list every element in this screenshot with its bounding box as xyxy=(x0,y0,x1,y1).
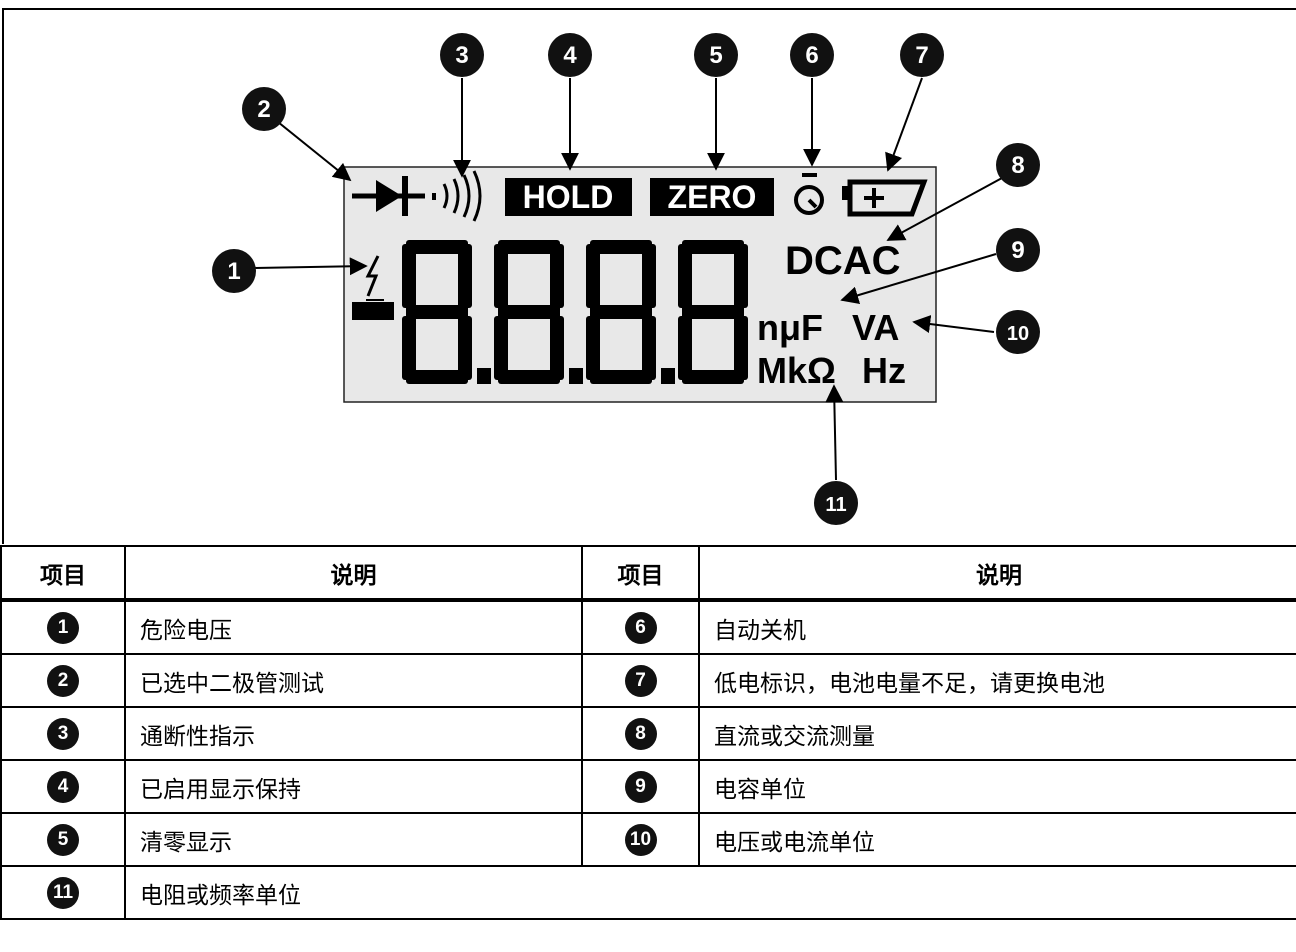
header-desc-left: 说明 xyxy=(124,545,583,602)
table-row: 11 电阻或频率单位 xyxy=(0,865,1296,920)
table-row: 5 清零显示 10 电压或电流单位 xyxy=(0,812,1296,867)
svg-text:1: 1 xyxy=(227,258,240,285)
resistance-unit: MkΩ xyxy=(757,350,836,391)
callout-11: 11 xyxy=(814,481,858,525)
callout-number-badge: 2 xyxy=(47,664,79,697)
callout-1: 1 xyxy=(212,249,256,293)
item-desc-left: 清零显示 xyxy=(124,812,583,867)
callout-6: 6 xyxy=(790,33,834,77)
svg-text:10: 10 xyxy=(1007,323,1029,345)
decimal-point xyxy=(661,368,675,384)
svg-text:8: 8 xyxy=(1011,152,1024,179)
svg-text:4: 4 xyxy=(563,42,577,69)
legend-header-row: 项目 说明 项目 说明 xyxy=(0,545,1296,602)
item-desc-right: 自动关机 xyxy=(698,599,1296,655)
item-number-left: 11 xyxy=(0,865,126,920)
dc-ac-indicator: DCAC xyxy=(785,239,901,283)
callout-number-badge: 5 xyxy=(47,823,79,856)
svg-text:6: 6 xyxy=(805,42,818,69)
digit-3 xyxy=(586,240,675,384)
header-item-left: 项目 xyxy=(0,545,126,602)
hold-indicator: HOLD xyxy=(523,179,614,215)
item-number-right: 10 xyxy=(581,812,700,867)
hazard-voltage-icon xyxy=(365,255,384,301)
svg-text:11: 11 xyxy=(825,494,846,516)
digit-2 xyxy=(494,240,583,384)
callout-number-badge: 6 xyxy=(624,611,657,644)
item-desc-right: 低电标识，电池电量不足，请更换电池 xyxy=(698,653,1296,708)
lcd-panel xyxy=(343,166,937,403)
table-row: 1 危险电压 6 自动关机 xyxy=(0,599,1296,655)
table-row: 3 通断性指示 8 直流或交流测量 xyxy=(0,706,1296,761)
item-desc-left: 通断性指示 xyxy=(124,706,583,761)
seven-segment-digits xyxy=(402,240,748,384)
item-desc-left: 电阻或频率单位 xyxy=(124,865,1296,920)
callouts: 1 2 3 4 5 6 7 8 9 10 11 xyxy=(212,33,1040,525)
item-desc-right: 电容单位 xyxy=(698,759,1296,814)
voltage-current-unit: VA xyxy=(852,307,899,348)
continuity-icon xyxy=(432,170,482,222)
header-item-right: 项目 xyxy=(581,545,700,602)
zero-indicator: ZERO xyxy=(668,179,757,215)
callout-7: 7 xyxy=(900,33,944,77)
lcd-diagram: HOLD ZERO DCAC nμF VA MkΩ xyxy=(212,33,1040,525)
callout-number-badge: 11 xyxy=(47,876,79,909)
legend-table: 项目 说明 项目 说明 1 危险电压 6 自动关机 2 已选中二极管测试 7 低电标识，电池电… xyxy=(0,545,1296,920)
item-number-left: 4 xyxy=(0,759,126,814)
callout-3: 3 xyxy=(440,33,484,77)
auto-off-timer-icon xyxy=(794,173,824,215)
callout-10: 10 xyxy=(996,310,1040,354)
header-desc-right: 说明 xyxy=(698,545,1296,602)
svg-text:9: 9 xyxy=(1011,237,1024,264)
digit-4 xyxy=(678,240,748,384)
callout-number-badge: 4 xyxy=(47,770,79,803)
item-number-right: 8 xyxy=(581,706,700,761)
item-desc-right: 电压或电流单位 xyxy=(698,812,1296,867)
item-number-left: 5 xyxy=(0,812,126,867)
zero-indicator-box xyxy=(650,178,774,216)
item-number-left: 2 xyxy=(0,653,126,708)
item-desc-left: 危险电压 xyxy=(124,599,583,655)
svg-text:2: 2 xyxy=(257,96,270,123)
item-number-right: 7 xyxy=(581,653,700,708)
item-number-right: 6 xyxy=(581,599,700,655)
low-battery-icon xyxy=(842,179,928,217)
callout-number-badge: 10 xyxy=(624,823,657,856)
callout-number-badge: 8 xyxy=(624,717,657,750)
callout-9: 9 xyxy=(996,228,1040,272)
callout-5: 5 xyxy=(694,33,738,77)
callout-number-badge: 7 xyxy=(624,664,657,697)
callout-4: 4 xyxy=(548,33,592,77)
svg-text:3: 3 xyxy=(455,42,468,69)
diagram-frame xyxy=(2,8,1296,544)
callout-8: 8 xyxy=(996,143,1040,187)
callout-number-badge: 9 xyxy=(624,770,657,803)
capacitance-unit: nμF xyxy=(757,307,823,348)
frequency-unit: Hz xyxy=(862,350,906,391)
item-desc-right: 直流或交流测量 xyxy=(698,706,1296,761)
callout-2: 2 xyxy=(242,87,286,131)
svg-text:5: 5 xyxy=(709,42,722,69)
minus-segment xyxy=(352,302,394,320)
item-number-left: 1 xyxy=(0,599,126,655)
item-desc-left: 已启用显示保持 xyxy=(124,759,583,814)
table-row: 2 已选中二极管测试 7 低电标识，电池电量不足，请更换电池 xyxy=(0,653,1296,708)
hold-indicator-box xyxy=(505,178,632,216)
leader-lines xyxy=(254,77,1003,481)
table-row: 4 已启用显示保持 9 电容单位 xyxy=(0,759,1296,814)
item-number-left: 3 xyxy=(0,706,126,761)
callout-number-badge: 1 xyxy=(47,611,79,644)
digit-1 xyxy=(402,240,491,384)
item-desc-left: 已选中二极管测试 xyxy=(124,653,583,708)
decimal-point xyxy=(569,368,583,384)
decimal-point xyxy=(477,368,491,384)
item-number-right: 9 xyxy=(581,759,700,814)
diode-icon xyxy=(352,176,425,216)
callout-number-badge: 3 xyxy=(47,717,79,750)
svg-text:7: 7 xyxy=(915,42,928,69)
